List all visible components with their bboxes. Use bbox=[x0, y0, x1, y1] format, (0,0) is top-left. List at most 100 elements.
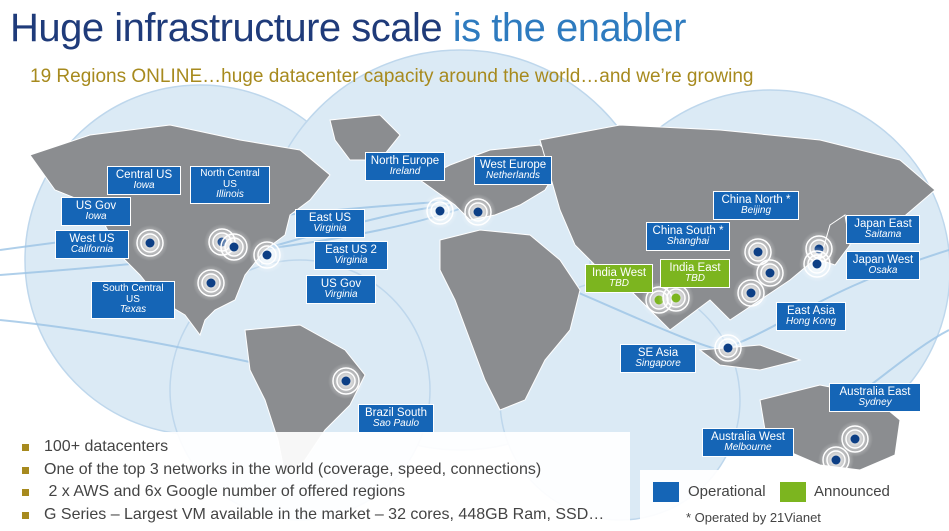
beacon-ring bbox=[224, 237, 244, 257]
bullet-text: 2 x AWS and 6x Google number of offered … bbox=[44, 483, 406, 500]
region-name: North Europe bbox=[370, 155, 440, 167]
feature-bullets: 100+ datacenters One of the top 3 networ… bbox=[10, 432, 630, 531]
bullet-square-icon bbox=[22, 466, 29, 474]
beacon-ring bbox=[841, 425, 869, 453]
datacenter-beacons bbox=[132, 193, 873, 478]
title-accent: is the enabler bbox=[452, 6, 687, 50]
beacon-ring bbox=[140, 233, 160, 253]
bullet-text: G Series – Largest VM available in the m… bbox=[44, 505, 605, 523]
beacon-ring bbox=[201, 273, 221, 293]
operational-datacenter-marker bbox=[765, 268, 775, 278]
operational-datacenter-marker bbox=[206, 278, 216, 288]
beacon-ring bbox=[756, 259, 784, 287]
region-city: Iowa bbox=[85, 211, 107, 223]
operational-datacenter-marker bbox=[229, 242, 239, 252]
bullet-square-icon bbox=[22, 511, 29, 519]
beacon-ring bbox=[336, 371, 356, 391]
beacon-ring bbox=[464, 198, 492, 226]
beacon-ring bbox=[426, 197, 454, 225]
region-name: India East bbox=[669, 262, 721, 274]
region-city: Melbourne bbox=[724, 442, 772, 454]
region-china-north: China North *Beijing bbox=[713, 191, 799, 220]
beacon-ring bbox=[737, 279, 765, 307]
operational-datacenter-marker bbox=[262, 250, 272, 260]
region-city: Virginia bbox=[313, 223, 347, 235]
beacon-ring bbox=[760, 263, 780, 283]
legend-announced: Announced bbox=[814, 483, 890, 500]
beacon-ring bbox=[807, 254, 827, 274]
region-name: Japan West bbox=[852, 254, 914, 266]
region-name: Japan East bbox=[854, 218, 912, 230]
beacon-ring bbox=[468, 202, 488, 222]
announced-datacenter-marker bbox=[671, 293, 681, 303]
region-name: Central US bbox=[115, 169, 173, 181]
region-city: California bbox=[70, 244, 114, 256]
region-name: China South * bbox=[652, 225, 724, 237]
region-city: Texas bbox=[119, 304, 147, 315]
beacon-ring bbox=[257, 245, 277, 265]
region-city: Ireland bbox=[389, 166, 421, 178]
legend-operational: Operational bbox=[688, 483, 766, 500]
operational-datacenter-marker bbox=[753, 247, 763, 257]
region-city: Virginia bbox=[324, 289, 358, 301]
beacon-ring bbox=[253, 241, 281, 269]
bullet-text: One of the top 3 networks in the world (… bbox=[44, 460, 542, 478]
page-title: Huge infrastructure scale is the enabler bbox=[10, 6, 686, 51]
region-china-south: China South *Shanghai bbox=[646, 222, 730, 251]
bullet-square-icon bbox=[22, 489, 29, 496]
beacon-ring bbox=[136, 229, 164, 257]
region-city: Shanghai bbox=[666, 236, 710, 248]
region-name: India West bbox=[591, 267, 647, 279]
operational-datacenter-marker bbox=[723, 343, 733, 353]
region-name: US Gov bbox=[320, 278, 362, 290]
region-city: Netherlands bbox=[486, 170, 540, 182]
title-main: Huge infrastructure scale bbox=[10, 6, 453, 50]
region-name: South Central US bbox=[102, 283, 164, 305]
operational-datacenter-marker bbox=[812, 259, 822, 269]
operational-datacenter-marker bbox=[435, 206, 445, 216]
region-city: Saitama bbox=[864, 229, 902, 241]
beacon-ring bbox=[803, 250, 831, 278]
beacon-ring bbox=[826, 450, 846, 470]
beacon-ring bbox=[666, 288, 686, 308]
legend-footnote: * Operated by 21Vianet bbox=[686, 510, 821, 525]
region-city: Virginia bbox=[334, 255, 368, 267]
beacon-ring bbox=[220, 233, 248, 261]
bullet-text: 100+ datacenters bbox=[44, 438, 169, 455]
operational-datacenter-marker bbox=[341, 376, 351, 386]
region-name: Brazil South bbox=[364, 407, 427, 419]
beacon-ring bbox=[430, 201, 450, 221]
africa bbox=[439, 229, 581, 411]
region-city: Sao Paulo bbox=[372, 418, 420, 430]
region-name: Australia West bbox=[711, 431, 785, 443]
region-name: East US bbox=[308, 212, 352, 224]
bullet-item: G Series – Largest VM available in the m… bbox=[18, 506, 630, 529]
beacon-ring bbox=[718, 338, 738, 358]
region-name: North Central US bbox=[200, 168, 260, 190]
region-name: West US bbox=[69, 233, 115, 245]
beacon-ring bbox=[332, 367, 360, 395]
region-city: Iowa bbox=[133, 180, 155, 192]
operational-datacenter-marker bbox=[831, 455, 841, 465]
region-name: East US 2 bbox=[325, 244, 377, 256]
region-name: West Europe bbox=[479, 159, 547, 171]
region-city: TBD bbox=[609, 278, 629, 290]
region-city: Osaka bbox=[868, 265, 898, 277]
operational-datacenter-marker bbox=[473, 207, 483, 217]
region-city: Sydney bbox=[858, 397, 892, 409]
region-name: Australia East bbox=[839, 386, 911, 398]
